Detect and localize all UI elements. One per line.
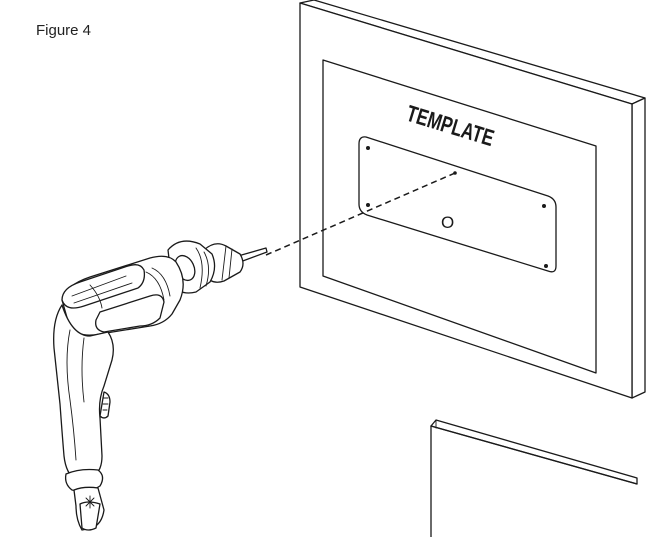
lower-panel — [430, 419, 638, 537]
figure-label: Figure 4 — [36, 22, 92, 39]
mounting-hole-top-right — [542, 204, 546, 208]
mounting-plate-outline — [358, 136, 557, 273]
mounting-hole-bottom-left — [366, 203, 370, 207]
electric-drill-icon — [53, 240, 268, 531]
wall-panel: TEMPLATE O — [299, 0, 646, 399]
mounting-hole-top-left — [366, 146, 370, 150]
mounting-hole-bottom-right — [544, 264, 548, 268]
drill-path-dashed-line — [265, 172, 456, 256]
center-mark: O — [441, 213, 454, 232]
template-sheet-border — [322, 59, 597, 374]
